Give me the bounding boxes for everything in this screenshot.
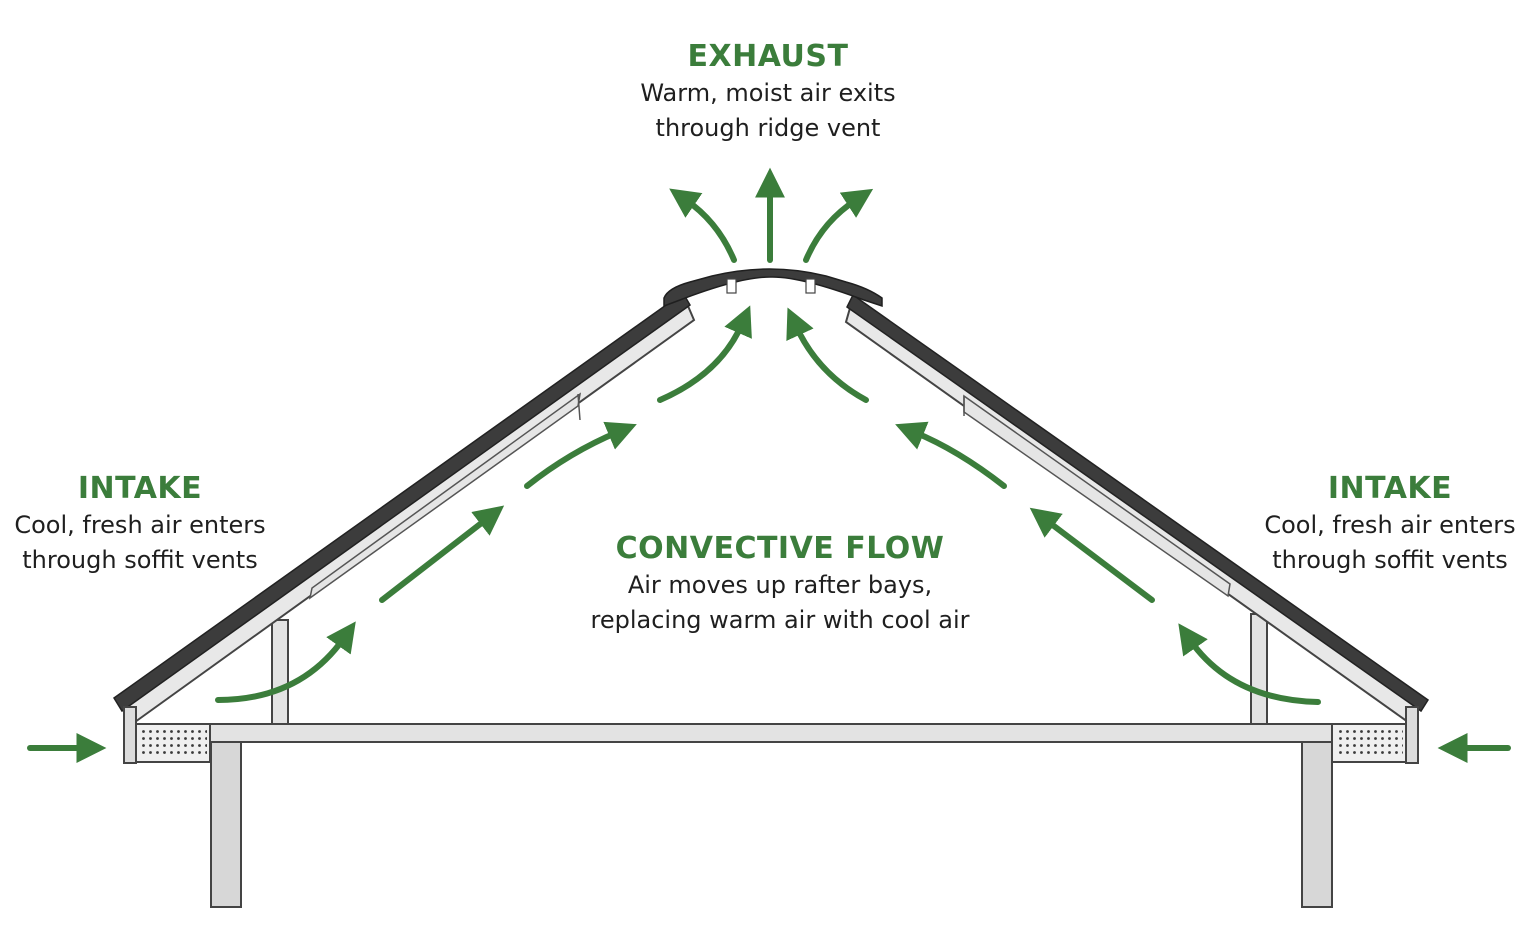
- vent-perforation-icon: [139, 729, 207, 757]
- exhaust-label: EXHAUST Warm, moist air exits through ri…: [568, 38, 968, 146]
- flow-arrow-right-2: [1029, 507, 1155, 603]
- left-strut: [271, 619, 289, 725]
- airflow-arrows: [27, 167, 1511, 763]
- ridge-vent: [663, 268, 883, 308]
- flow-arrow-left-4: [657, 305, 752, 403]
- exhaust-arrow-left: [669, 188, 737, 263]
- flow-arrow-right-3: [895, 421, 1007, 489]
- vent-perforation-icon: [1335, 729, 1403, 757]
- exhaust-desc-line1: Warm, moist air exits: [640, 79, 896, 107]
- right-strut: [1250, 613, 1268, 725]
- right-soffit: [1331, 706, 1419, 764]
- convective-desc-line1: Air moves up rafter bays,: [627, 571, 933, 599]
- left-wall: [210, 741, 242, 908]
- left-baffle: [308, 392, 582, 600]
- intake-right-label: INTAKE Cool, fresh air enters through so…: [1250, 470, 1530, 578]
- convective-heading: CONVECTIVE FLOW: [615, 531, 945, 566]
- exhaust-heading: EXHAUST: [687, 39, 849, 74]
- ceiling-joist: [209, 723, 1336, 743]
- convective-desc-line2: replacing warm air with cool air: [590, 606, 970, 634]
- exhaust-arrow-right: [803, 188, 874, 263]
- flow-arrow-left-2: [379, 505, 505, 603]
- left-roof-deck: [112, 291, 691, 713]
- intake-right-desc-line2: through soffit vents: [1272, 546, 1508, 574]
- intake-left-heading: INTAKE: [77, 471, 203, 506]
- flow-arrow-right-4: [786, 307, 869, 403]
- right-baffle: [963, 394, 1231, 598]
- convective-flow-label: CONVECTIVE FLOW Air moves up rafter bays…: [555, 530, 1005, 638]
- exhaust-desc-line2: through ridge vent: [655, 114, 881, 142]
- intake-right-desc-line1: Cool, fresh air enters: [1264, 511, 1516, 539]
- right-wall: [1301, 741, 1333, 908]
- flow-arrow-left-1: [215, 621, 356, 703]
- intake-left-desc-line1: Cool, fresh air enters: [14, 511, 266, 539]
- flow-arrow-right-1: [1178, 623, 1321, 705]
- intake-left-desc-line2: through soffit vents: [22, 546, 258, 574]
- left-soffit: [123, 706, 211, 764]
- right-roof-deck: [846, 293, 1430, 713]
- intake-right-heading: INTAKE: [1327, 471, 1453, 506]
- flow-arrow-left-3: [524, 421, 637, 489]
- intake-left-label: INTAKE Cool, fresh air enters through so…: [0, 470, 280, 578]
